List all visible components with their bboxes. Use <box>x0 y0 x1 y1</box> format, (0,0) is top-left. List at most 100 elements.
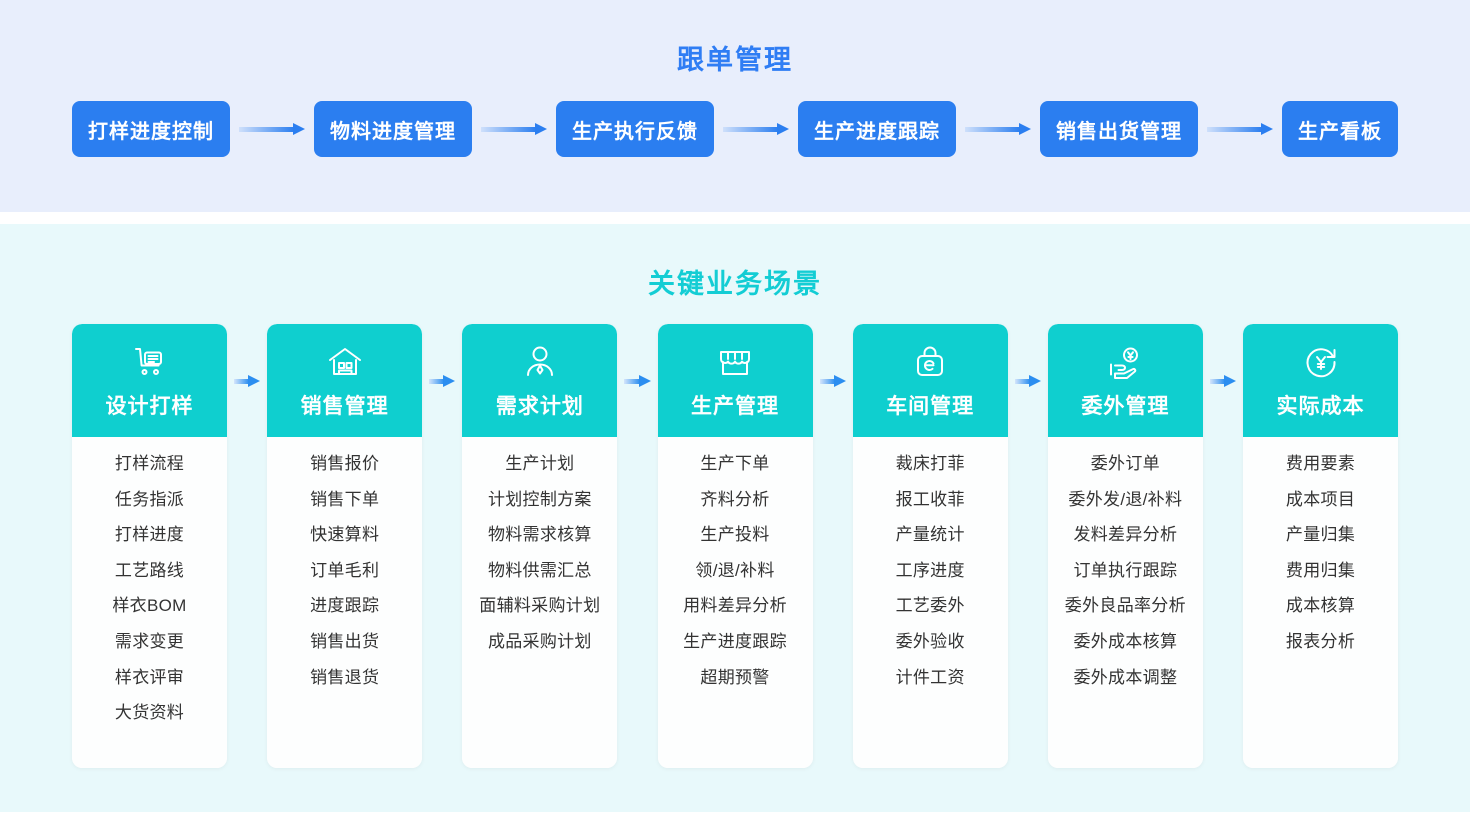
hand-holding-yen-icon <box>1105 342 1145 382</box>
scenario-item[interactable]: 委外订单 <box>1090 454 1160 473</box>
scenario-item[interactable]: 计件工资 <box>895 667 965 687</box>
scenario-item[interactable]: 工序进度 <box>895 560 965 580</box>
scenario-card-items: 销售报价销售下单快速算料订单毛利进度跟踪销售出货销售退货 <box>267 437 423 768</box>
scenario-item[interactable]: 打样流程 <box>114 454 185 473</box>
scenario-card-items: 生产下单齐料分析生产投料领/退/补料用料差异分析生产进度跟踪超期预警 <box>657 437 813 768</box>
scenario-item[interactable]: 委外成本核算 <box>1073 631 1178 651</box>
scenario-item[interactable]: 销售报价 <box>310 454 380 473</box>
scenario-item[interactable]: 费用要素 <box>1285 454 1356 473</box>
scenario-item[interactable]: 领/退/补料 <box>695 560 775 580</box>
scenario-card-title: 生产管理 <box>691 395 780 418</box>
scenario-card-header[interactable]: 实际成本 <box>1243 324 1399 437</box>
scenario-item[interactable]: 需求变更 <box>114 631 185 651</box>
scenario-item[interactable]: 委外成本调整 <box>1073 667 1178 687</box>
scenario-card[interactable]: 实际成本费用要素成本项目产量归集费用归集成本核算报表分析 <box>1243 324 1399 768</box>
flow-step-6[interactable]: 生产看板 <box>1282 101 1398 157</box>
scenario-item[interactable]: 计划控制方案 <box>487 489 592 509</box>
scenario-card[interactable]: 设计打样打样流程任务指派打样进度工艺路线样衣BOM 需求变更样衣评审大货资料 <box>72 324 227 768</box>
flow-step-3[interactable]: 生产执行反馈 <box>556 101 714 157</box>
scenario-item[interactable]: 工艺路线 <box>114 560 185 580</box>
scenario-card[interactable]: 车间管理裁床打菲报工收菲产量统计工序进度工艺委外委外验收计件工资 <box>852 324 1008 768</box>
scenario-card[interactable]: 销售管理销售报价销售下单快速算料订单毛利进度跟踪销售出货销售退货 <box>267 324 423 768</box>
scenario-item[interactable]: 委外发/退/补料 <box>1068 489 1183 509</box>
scenario-item[interactable]: 生产进度跟踪 <box>683 631 787 651</box>
scenario-card-header[interactable]: 需求计划 <box>462 324 618 437</box>
scenario-card-items: 费用要素成本项目产量归集费用归集成本核算报表分析 <box>1243 437 1399 768</box>
scenario-item[interactable]: 销售出货 <box>310 631 380 651</box>
house-store-icon <box>325 342 365 382</box>
scenario-item[interactable]: 生产下单 <box>700 454 770 473</box>
scenario-card-header[interactable]: 生产管理 <box>657 324 813 437</box>
scenario-item[interactable]: 打样进度 <box>114 525 185 545</box>
scenario-card-title: 车间管理 <box>886 395 975 418</box>
scenario-item[interactable]: 订单毛利 <box>310 560 380 580</box>
flow-step-2[interactable]: 物料进度管理 <box>314 101 472 157</box>
scenario-item[interactable]: 订单执行跟踪 <box>1073 560 1178 580</box>
scenario-item[interactable]: 用料差异分析 <box>683 596 787 616</box>
scenario-card-title: 需求计划 <box>495 395 584 418</box>
scenario-arrow-icon <box>624 375 651 387</box>
scenario-item[interactable]: 成品采购计划 <box>487 631 592 651</box>
scenario-item[interactable]: 成本核算 <box>1285 596 1356 616</box>
scenario-card-list: 设计打样打样流程任务指派打样进度工艺路线样衣BOM 需求变更样衣评审大货资料 销售… <box>72 324 1399 772</box>
bag-e-commerce-icon <box>910 342 950 382</box>
scenario-item[interactable]: 快速算料 <box>310 525 380 545</box>
scenario-card-items: 裁床打菲报工收菲产量统计工序进度工艺委外委外验收计件工资 <box>852 437 1008 768</box>
scenario-item[interactable]: 产量归集 <box>1285 525 1356 545</box>
flow-step-4[interactable]: 生产进度跟踪 <box>798 101 956 157</box>
scenario-card-items: 打样流程任务指派打样进度工艺路线样衣BOM 需求变更样衣评审大货资料 <box>72 437 227 768</box>
scenario-card-title: 实际成本 <box>1276 395 1365 418</box>
scenario-item[interactable]: 费用归集 <box>1285 560 1356 580</box>
scenario-item[interactable]: 销售下单 <box>310 489 380 509</box>
scenario-item[interactable]: 齐料分析 <box>700 489 770 509</box>
scenario-card-title: 委外管理 <box>1081 395 1170 418</box>
scenario-item[interactable]: 产量统计 <box>895 525 965 545</box>
scenario-card-header[interactable]: 设计打样 <box>72 324 227 437</box>
scenario-card-title: 销售管理 <box>300 395 389 418</box>
scenario-arrow-icon <box>819 375 846 387</box>
scenario-item[interactable]: 生产投料 <box>700 525 770 545</box>
scenario-item[interactable]: 物料需求核算 <box>487 525 592 545</box>
scenario-item[interactable]: 生产计划 <box>505 454 575 473</box>
flow-step-1[interactable]: 打样进度控制 <box>72 101 230 157</box>
scenario-arrow-icon <box>429 375 456 387</box>
scenario-item[interactable]: 样衣评审 <box>114 667 185 687</box>
shop-awning-icon <box>715 342 755 382</box>
scenario-item[interactable]: 成本项目 <box>1285 489 1356 509</box>
scenario-item[interactable]: 委外良品率分析 <box>1064 596 1186 616</box>
scenario-item[interactable]: 报表分析 <box>1285 631 1356 651</box>
scenario-item[interactable]: 进度跟踪 <box>310 596 380 616</box>
scenario-arrow-icon <box>1209 375 1237 387</box>
flow-arrow-icon <box>239 123 305 135</box>
scenario-card[interactable]: 生产管理生产下单齐料分析生产投料领/退/补料用料差异分析生产进度跟踪超期预警 <box>657 324 813 768</box>
scenario-item[interactable]: 裁床打菲 <box>895 454 965 473</box>
scenario-arrow-icon <box>1014 375 1041 387</box>
scenario-item[interactable]: 报工收菲 <box>895 489 965 509</box>
scenario-item[interactable]: 委外验收 <box>895 631 965 651</box>
scenario-card-header[interactable]: 销售管理 <box>267 324 423 437</box>
scenario-item[interactable]: 超期预警 <box>700 667 770 687</box>
scenario-item[interactable]: 任务指派 <box>114 489 185 509</box>
key-business-scenarios-section: 关键业务场景 设计打样打样流程任务指派打样进度工艺路线样衣BOM 需求变更样衣评审… <box>0 224 1470 812</box>
flow-step-5[interactable]: 销售出货管理 <box>1040 101 1198 157</box>
scenario-item[interactable]: 销售退货 <box>310 667 380 687</box>
scenario-item[interactable]: 发料差异分析 <box>1073 525 1178 545</box>
flow-arrow-icon <box>723 123 789 135</box>
yen-refresh-circle-icon <box>1301 342 1341 382</box>
scenario-item[interactable]: 大货资料 <box>114 703 185 723</box>
scenario-card-items: 委外订单委外发/退/补料发料差异分析订单执行跟踪委外良品率分析委外成本核算委外成… <box>1047 437 1203 768</box>
scenario-card-header[interactable]: 委外管理 <box>1047 324 1203 437</box>
person-user-icon <box>520 342 560 382</box>
scenario-card[interactable]: 需求计划生产计划计划控制方案物料需求核算物料供需汇总面辅料采购计划成品采购计划 <box>462 324 618 768</box>
order-tracking-flow: 打样进度控制 物料进度管理 生产执行反馈 生产进度跟踪 销售出货管理 生产看板 <box>72 101 1398 157</box>
shopping-cart-document-icon <box>130 342 170 382</box>
scenario-item[interactable]: 物料供需汇总 <box>487 560 592 580</box>
section-title-key-business-scenarios: 关键业务场景 <box>648 269 822 299</box>
section-title-order-tracking: 跟单管理 <box>677 45 793 75</box>
scenario-item[interactable]: 面辅料采购计划 <box>479 596 601 616</box>
scenario-item[interactable]: 样衣BOM <box>112 596 187 616</box>
scenario-card[interactable]: 委外管理委外订单委外发/退/补料发料差异分析订单执行跟踪委外良品率分析委外成本核… <box>1047 324 1203 768</box>
scenario-card-header[interactable]: 车间管理 <box>852 324 1008 437</box>
scenario-card-title: 设计打样 <box>105 395 194 418</box>
scenario-item[interactable]: 工艺委外 <box>895 596 965 616</box>
